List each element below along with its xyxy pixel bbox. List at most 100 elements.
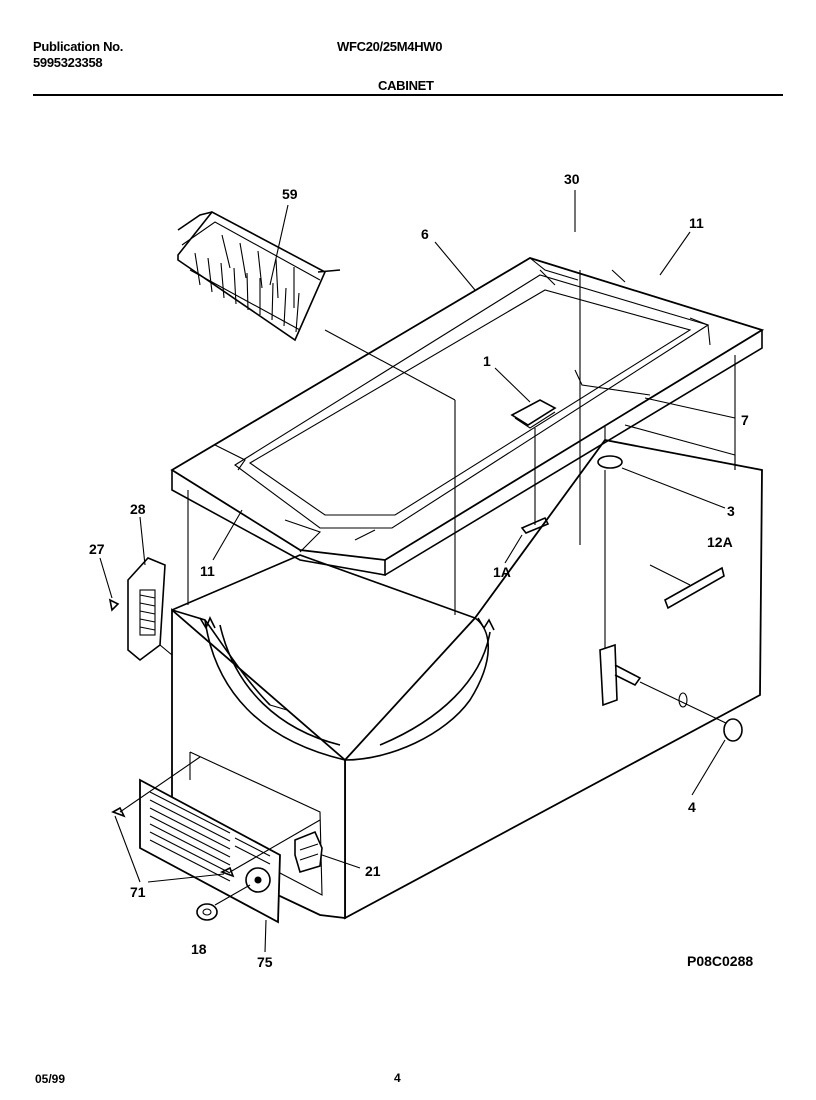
drain-tube bbox=[599, 643, 618, 707]
frame-joint-3 bbox=[354, 529, 376, 541]
drain-plug bbox=[723, 718, 743, 742]
callout-3: 3 bbox=[727, 503, 735, 519]
callout-27: 27 bbox=[89, 541, 105, 557]
wire-basket bbox=[177, 210, 341, 342]
leader-59 bbox=[269, 204, 289, 286]
inner-floor-line bbox=[286, 709, 346, 761]
grille-plug-center bbox=[202, 908, 212, 916]
frame-joint-7 bbox=[539, 269, 556, 286]
leader-75 bbox=[264, 919, 267, 953]
frame-inner-rear bbox=[574, 369, 651, 396]
explode-lines bbox=[159, 270, 736, 656]
lid-handle bbox=[510, 399, 557, 426]
relay-detail bbox=[299, 843, 319, 861]
grille-slot-short bbox=[234, 837, 271, 865]
footer-date: 05/99 bbox=[35, 1072, 66, 1086]
publication-number: 5995323358 bbox=[33, 55, 103, 70]
relay-part bbox=[294, 830, 323, 873]
leader-4 bbox=[691, 739, 726, 796]
basket-wires bbox=[194, 234, 300, 333]
diagram-code: P08C0288 bbox=[687, 953, 753, 969]
screw-left bbox=[111, 806, 126, 818]
lid-hinge bbox=[108, 557, 166, 662]
callout-leaders bbox=[99, 190, 736, 953]
callout-71: 71 bbox=[130, 884, 146, 900]
grille-panel bbox=[139, 778, 281, 924]
callout-11-top: 11 bbox=[689, 215, 704, 231]
callout-18: 18 bbox=[191, 941, 207, 957]
section-title: CABINET bbox=[378, 78, 434, 93]
frame-joint-1 bbox=[214, 444, 246, 471]
leader-6 bbox=[434, 241, 476, 291]
basket-wire-rear bbox=[221, 234, 295, 308]
callout-75: 75 bbox=[257, 954, 273, 970]
drain-elbow bbox=[614, 664, 642, 687]
leader-27 bbox=[99, 557, 113, 599]
frame-joint-6 bbox=[689, 317, 711, 346]
basket-drop-line bbox=[324, 329, 456, 401]
callout-28: 28 bbox=[130, 501, 146, 517]
callout-1a: 1A bbox=[493, 564, 511, 580]
page-number: 4 bbox=[394, 1071, 401, 1085]
grille-slot bbox=[149, 791, 231, 882]
drain-washer bbox=[678, 692, 688, 708]
leader-1 bbox=[494, 367, 531, 403]
leader-3 bbox=[621, 467, 726, 509]
handle-edge bbox=[514, 411, 556, 429]
leader-28 bbox=[139, 516, 146, 566]
grille-screws bbox=[111, 756, 321, 878]
basket-outline bbox=[177, 210, 327, 342]
callout-12a: 12A bbox=[707, 534, 733, 550]
drain-assembly bbox=[597, 455, 743, 742]
callout-21: 21 bbox=[365, 863, 381, 879]
hinge-drop-line bbox=[159, 644, 173, 656]
callout-4: 4 bbox=[688, 799, 696, 815]
callout-1: 1 bbox=[483, 353, 491, 369]
leader-71-left bbox=[114, 815, 141, 883]
grille-plug bbox=[196, 903, 218, 921]
screw-center bbox=[219, 866, 235, 878]
hinge-screw bbox=[108, 598, 120, 612]
drain-cap-top bbox=[597, 455, 623, 469]
leader-21 bbox=[321, 854, 361, 869]
labels bbox=[520, 516, 725, 610]
cutaway-right-inner bbox=[379, 631, 491, 746]
leader-1a bbox=[504, 534, 523, 564]
basket-bottom bbox=[189, 269, 301, 331]
callout-numbers: 59 30 6 11 1 7 3 28 27 11 1A 12A 4 21 71… bbox=[89, 171, 749, 970]
inner-floor-edge bbox=[269, 704, 288, 711]
label-12a bbox=[664, 566, 725, 610]
leader-18 bbox=[214, 884, 251, 906]
screw-axis-left bbox=[119, 756, 201, 813]
callout-7: 7 bbox=[741, 412, 749, 428]
frame-front-thickness bbox=[171, 470, 386, 576]
top-edge bbox=[171, 554, 476, 619]
grille-hole-center bbox=[254, 876, 262, 884]
basket-handle-right bbox=[317, 269, 341, 273]
frame-inner bbox=[234, 274, 710, 529]
label-1a bbox=[520, 516, 550, 534]
lid-frame bbox=[170, 257, 765, 576]
leader-12a bbox=[649, 564, 691, 586]
callout-6: 6 bbox=[421, 226, 429, 242]
frame-joint-5 bbox=[611, 269, 626, 283]
break-mark-left bbox=[199, 616, 216, 630]
callout-59: 59 bbox=[282, 186, 298, 202]
toe-grille bbox=[139, 778, 281, 924]
basket-rim bbox=[181, 221, 321, 281]
frame-right-thickness bbox=[384, 330, 763, 576]
leader-7 bbox=[644, 397, 736, 419]
relay bbox=[294, 830, 323, 873]
basket-wire bbox=[194, 252, 300, 333]
frame-joint-4 bbox=[529, 257, 579, 281]
break-mark-right bbox=[477, 617, 495, 631]
callout-11-bottom: 11 bbox=[200, 563, 215, 579]
cutaway-left bbox=[204, 619, 346, 761]
frame-joint-2 bbox=[284, 519, 322, 553]
leader-11-top bbox=[659, 231, 691, 276]
hinge-spring-coils bbox=[139, 594, 156, 631]
header-rule bbox=[33, 94, 783, 96]
leader-11-bottom bbox=[212, 509, 243, 561]
hinge-bracket bbox=[127, 557, 166, 662]
